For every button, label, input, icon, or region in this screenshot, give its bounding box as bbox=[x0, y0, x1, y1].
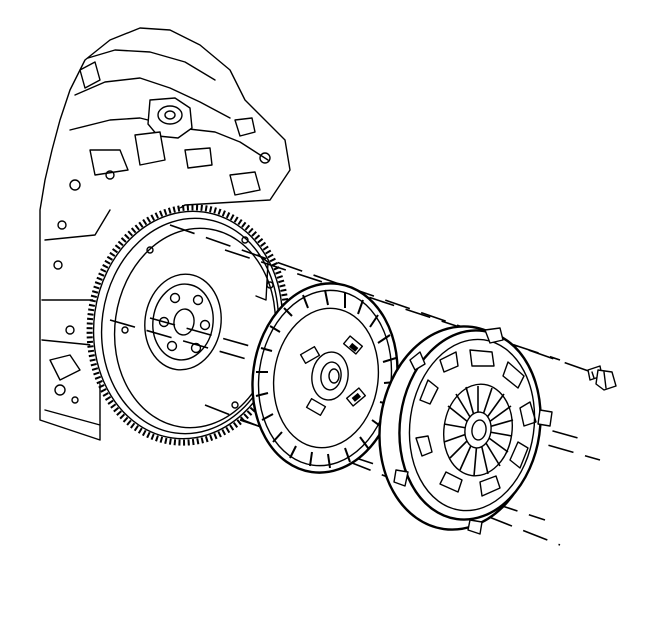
engine-block bbox=[39, 27, 291, 441]
pressure-plate bbox=[378, 325, 553, 535]
clutch-disc bbox=[251, 282, 399, 474]
bolt bbox=[587, 365, 617, 391]
